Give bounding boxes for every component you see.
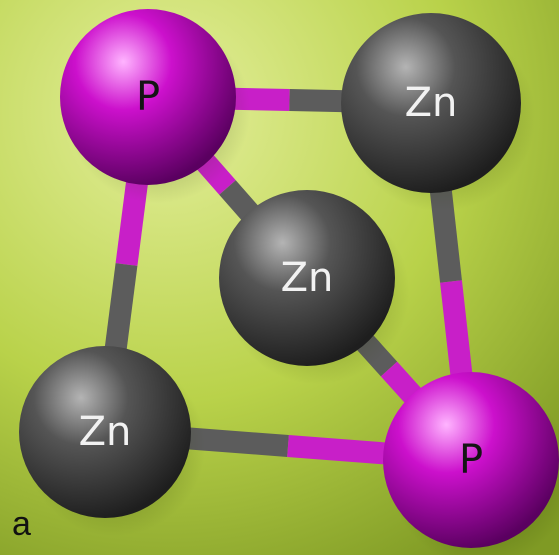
panel-label: a: [12, 505, 31, 543]
atom-p-top-left: P: [60, 9, 251, 204]
atom-label: Zn: [79, 409, 132, 455]
atom-label: P: [459, 437, 483, 483]
phosphorus-sphere: [383, 372, 559, 548]
atom-zn-bottom-left: Zn: [19, 346, 206, 537]
atom-label: P: [136, 74, 160, 120]
atom-zn-top-right: Zn: [341, 13, 536, 212]
atom-label: Zn: [281, 255, 334, 301]
phosphorus-sphere: [60, 9, 236, 185]
atom-p-bottom-right: P: [383, 372, 559, 555]
atom-zn-center: Zn: [219, 190, 410, 385]
atom-label: Zn: [405, 80, 458, 126]
zinc-sphere: [341, 13, 521, 193]
zinc-sphere: [219, 190, 395, 366]
zinc-sphere: [19, 346, 191, 518]
